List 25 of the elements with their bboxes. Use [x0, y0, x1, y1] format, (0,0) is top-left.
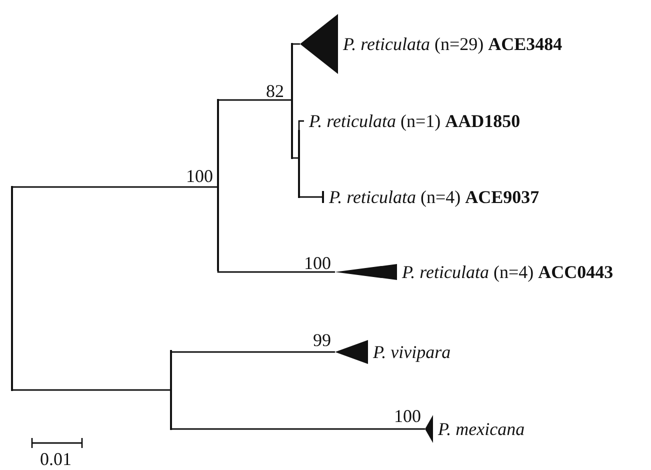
branch-line [12, 186, 218, 188]
branch-line [172, 428, 425, 430]
branch-line [172, 351, 335, 353]
branch-line [298, 120, 304, 131]
taxon-label: P. mexicana [438, 418, 525, 440]
bootstrap-value: 100 [186, 166, 213, 186]
branch-line [218, 99, 292, 101]
branch-line [12, 389, 170, 391]
bootstrap-value: 82 [266, 81, 284, 101]
bootstrap-value: 100 [304, 253, 331, 273]
scale-label: 0.01 [40, 449, 72, 469]
tree-node-line [11, 186, 13, 391]
taxon-label: P. vivipara [373, 341, 451, 363]
tree-node-line [217, 99, 219, 271]
taxon-label: P. reticulata (n=1) AAD1850 [309, 110, 520, 132]
bootstrap-value: 99 [313, 330, 331, 350]
tree-node-line [298, 130, 300, 198]
bootstrap-value: 100 [394, 406, 421, 426]
tree-node-line [291, 43, 293, 159]
taxon-label: P. reticulata (n=4) ACE9037 [329, 186, 540, 208]
branch-line [217, 270, 335, 273]
branch-line [300, 196, 322, 198]
taxon-label: P. reticulata (n=4) ACC0443 [402, 261, 614, 283]
taxon-label: P. reticulata (n=29) ACE3484 [343, 33, 562, 55]
tree-node-line [170, 350, 172, 430]
